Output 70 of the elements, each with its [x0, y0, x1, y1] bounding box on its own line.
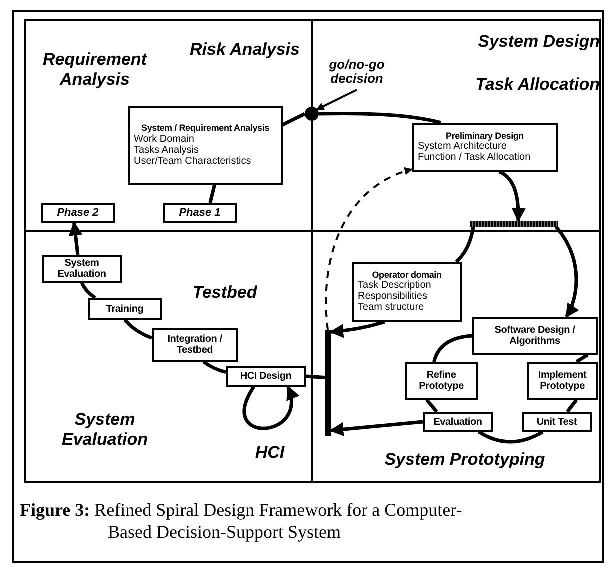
process-box	[128, 106, 283, 185]
box-text: Team structure	[358, 302, 426, 314]
process-box	[472, 317, 598, 355]
box-text: Tasks Analysis	[134, 144, 200, 156]
connector	[282, 112, 306, 127]
box-heading: System Evaluation	[56, 258, 108, 280]
phase-label: Phase 1	[178, 206, 222, 220]
process-box	[152, 328, 238, 362]
box-text: Responsibilities	[358, 291, 428, 302]
connector	[80, 282, 96, 300]
box-text: Task Description	[358, 280, 432, 292]
connector	[554, 226, 579, 318]
process-box	[412, 123, 558, 172]
process-box	[527, 362, 598, 400]
process-box	[405, 362, 478, 400]
process-box	[352, 262, 462, 322]
hatched-bar	[470, 221, 558, 227]
box-text: Work Domain	[134, 134, 196, 145]
phase-box	[41, 203, 115, 223]
connector	[306, 374, 326, 380]
box-heading: System / Requirement Analysis	[140, 124, 270, 134]
box-heading: HCI Design	[239, 371, 293, 382]
connector	[455, 226, 476, 264]
box-text: Function / Task Allocation	[418, 152, 532, 164]
connector	[318, 112, 442, 125]
phase-title: Risk Analysis	[190, 40, 300, 60]
phase-title: Requirement Analysis	[42, 50, 148, 90]
box-text: System Architecture	[418, 141, 507, 152]
junction-bar	[325, 330, 331, 436]
phase-box	[163, 203, 237, 223]
phase-title: Task Allocation	[474, 75, 600, 95]
box-heading: Software Design / Algorithms	[494, 325, 576, 347]
box-heading: Operator domain	[371, 270, 443, 280]
connector	[68, 222, 83, 256]
process-box	[42, 255, 122, 283]
phase-label: Phase 2	[56, 206, 100, 220]
box-heading: Unit Test	[536, 416, 578, 428]
box-heading: Refine Prototype	[418, 370, 465, 392]
box-heading: Integration / Testbed	[166, 334, 224, 356]
phase-title: HCI	[254, 443, 286, 463]
phase-title: System Prototyping	[384, 450, 546, 470]
process-box	[226, 366, 306, 387]
figure-caption: Figure 3: Refined Spiral Design Framework for a Computer-Based Decision-Support System	[20, 500, 464, 544]
connector	[242, 386, 298, 430]
connector	[478, 430, 544, 444]
connector	[202, 360, 226, 374]
box-heading: Implement Prototype	[537, 370, 588, 392]
phase-title: Testbed	[192, 283, 258, 303]
leader-arrow	[316, 89, 358, 111]
phase-title: System Evaluation	[61, 410, 149, 450]
connector	[566, 398, 578, 414]
process-box	[88, 298, 162, 320]
box-heading: Evaluation	[432, 416, 484, 428]
connector	[426, 398, 438, 414]
phase-title: System Design	[477, 32, 600, 52]
connector	[124, 318, 153, 340]
connector	[208, 184, 216, 204]
connector	[576, 354, 589, 364]
decision-dot	[305, 107, 319, 121]
box-heading: Preliminary Design	[445, 132, 525, 142]
process-box	[423, 412, 493, 432]
connector	[330, 420, 424, 436]
connector	[325, 168, 413, 330]
connector	[432, 334, 472, 362]
connector	[498, 170, 526, 222]
annotation-text: go/no-go decision	[318, 58, 396, 90]
box-text: User/Team Characteristics	[134, 156, 252, 167]
process-box	[522, 412, 592, 432]
connector	[330, 320, 386, 338]
box-heading: Training	[105, 304, 145, 314]
